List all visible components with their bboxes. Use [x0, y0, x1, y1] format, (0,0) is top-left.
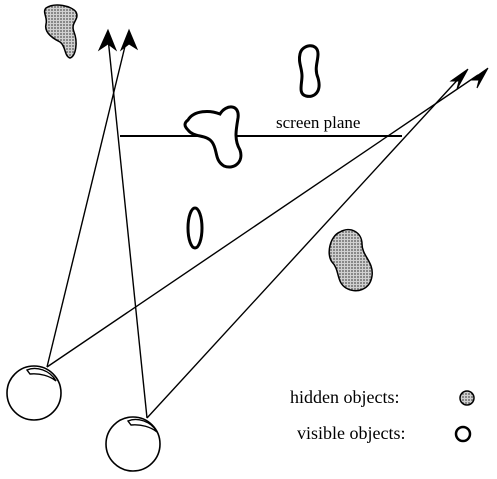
arrowhead-icon	[119, 28, 139, 52]
legend-visible-swatch-icon	[454, 425, 472, 443]
legend-hidden-label: hidden objects:	[290, 387, 399, 407]
arrowhead-icon	[449, 68, 469, 90]
visible-object-on-screen	[183, 105, 243, 169]
eye-right-icon	[105, 416, 161, 472]
visible-object-middle	[186, 206, 204, 250]
arrowheads	[97, 28, 489, 90]
rays-eye-right	[107, 37, 463, 419]
legend-hidden-swatch-icon	[459, 390, 475, 406]
hidden-object-top-left	[43, 4, 78, 59]
rays-eye-left	[46, 37, 479, 368]
arrowhead-icon	[469, 67, 489, 89]
legend: hidden objects: visible objects:	[290, 387, 475, 443]
arrowhead-icon	[97, 28, 118, 52]
hidden-object-right	[328, 228, 373, 292]
visible-object-top-right	[297, 44, 321, 98]
eye-left-icon	[6, 365, 62, 421]
legend-visible-label: visible objects:	[297, 423, 405, 443]
screen-plane-label: screen plane	[276, 113, 360, 132]
